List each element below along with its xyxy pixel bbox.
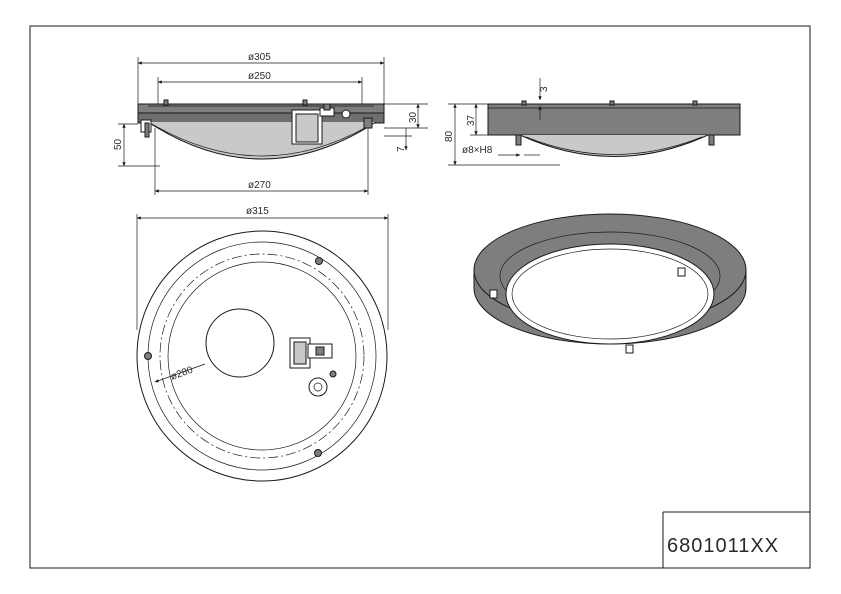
dim-d270: ø270 xyxy=(248,180,271,191)
title-block: 6801011XX xyxy=(662,511,810,568)
dim-d280: ø280 xyxy=(169,365,195,383)
end-elevation-view: 3 37 80 ø8×H8 xyxy=(444,78,741,166)
top-view: ø315 ø280 xyxy=(136,206,389,482)
dim-h7: 7 xyxy=(396,146,407,152)
dim-h80: 80 xyxy=(444,130,455,142)
part-number: 6801011XX xyxy=(667,535,779,557)
dim-screw: ø8×H8 xyxy=(462,145,493,156)
dim-d315: ø315 xyxy=(246,206,269,217)
dim-d305: ø305 xyxy=(248,52,271,63)
side-section-view: ø305 ø250 50 ø270 xyxy=(113,52,428,195)
drawing-border xyxy=(29,25,811,569)
isometric-view xyxy=(473,213,747,354)
dim-h30: 30 xyxy=(408,111,419,123)
dim-h50: 50 xyxy=(113,138,124,150)
dim-d250: ø250 xyxy=(248,71,271,82)
dim-h3: 3 xyxy=(539,86,550,92)
dim-h37: 37 xyxy=(466,114,477,126)
